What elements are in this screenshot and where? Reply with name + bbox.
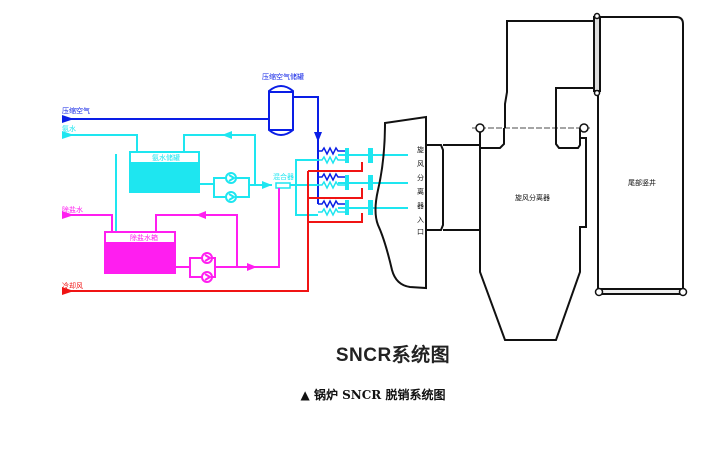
- demin-tank-label: 除盐水箱: [130, 233, 158, 242]
- demin-inlet-arrow: [62, 211, 74, 219]
- demin-pump-2: [201, 271, 213, 283]
- cooling-air-inlet-arrow: [62, 287, 74, 295]
- cooling-air-label: 冷却风: [62, 281, 83, 290]
- cyclone-flanges: [475, 123, 589, 133]
- air-tank-label: 压缩空气储罐: [262, 72, 304, 81]
- diagram-title: SNCR系统图: [335, 345, 451, 366]
- cooling-air-line: [62, 162, 363, 292]
- ammonia-mixer-arrow: [262, 181, 272, 189]
- demin-forward-arrow: [247, 263, 257, 271]
- demin-return-arrow: [196, 211, 206, 219]
- compressed-air-down-arrow: [314, 132, 322, 142]
- demin-tank: [104, 231, 176, 274]
- tail-shaft-flanges: [593, 12, 688, 297]
- ammonia-inlet-arrow: [62, 131, 74, 139]
- svg-text:器: 器: [417, 202, 424, 210]
- svg-text:旋: 旋: [417, 145, 424, 154]
- air-tank: [268, 85, 294, 136]
- ammonia-return-arrow: [222, 131, 232, 139]
- cyclone-inlet-label: 旋 风 分 离 器 入 口: [417, 145, 424, 236]
- ammonia-water-line: [62, 134, 408, 232]
- ammonia-water-label: 氨水: [62, 124, 76, 133]
- tail-shaft: [593, 16, 684, 295]
- injector-manifold: [318, 146, 345, 217]
- ammonia-pump-1: [225, 172, 237, 184]
- svg-text:风: 风: [417, 160, 424, 168]
- cyclone-separator: [472, 20, 596, 341]
- mixer-label: 混合器: [273, 172, 294, 181]
- tail-shaft-label: 尾部竖井: [628, 178, 656, 187]
- cyclone-inlet-duct: [374, 115, 480, 290]
- ammonia-tank-label: 氨水储罐: [152, 153, 180, 162]
- demin-water-label: 除盐水: [62, 205, 83, 214]
- svg-text:入: 入: [417, 216, 424, 224]
- svg-text:分: 分: [417, 173, 424, 182]
- diagram-caption: ▲ 锅炉 SNCR 脱销系统图: [300, 388, 446, 402]
- ammonia-tank: [129, 151, 200, 193]
- demin-pump-1: [201, 252, 213, 264]
- svg-text:口: 口: [417, 228, 424, 236]
- ammonia-pump-2: [225, 191, 237, 203]
- compressed-air-label: 压缩空气: [62, 106, 90, 115]
- svg-text:离: 离: [417, 187, 424, 196]
- injector-nozzles: [345, 148, 373, 215]
- compressed-air-inlet-arrow: [62, 115, 74, 123]
- cyclone-label: 旋风分离器: [515, 193, 550, 202]
- mixer: [275, 182, 291, 189]
